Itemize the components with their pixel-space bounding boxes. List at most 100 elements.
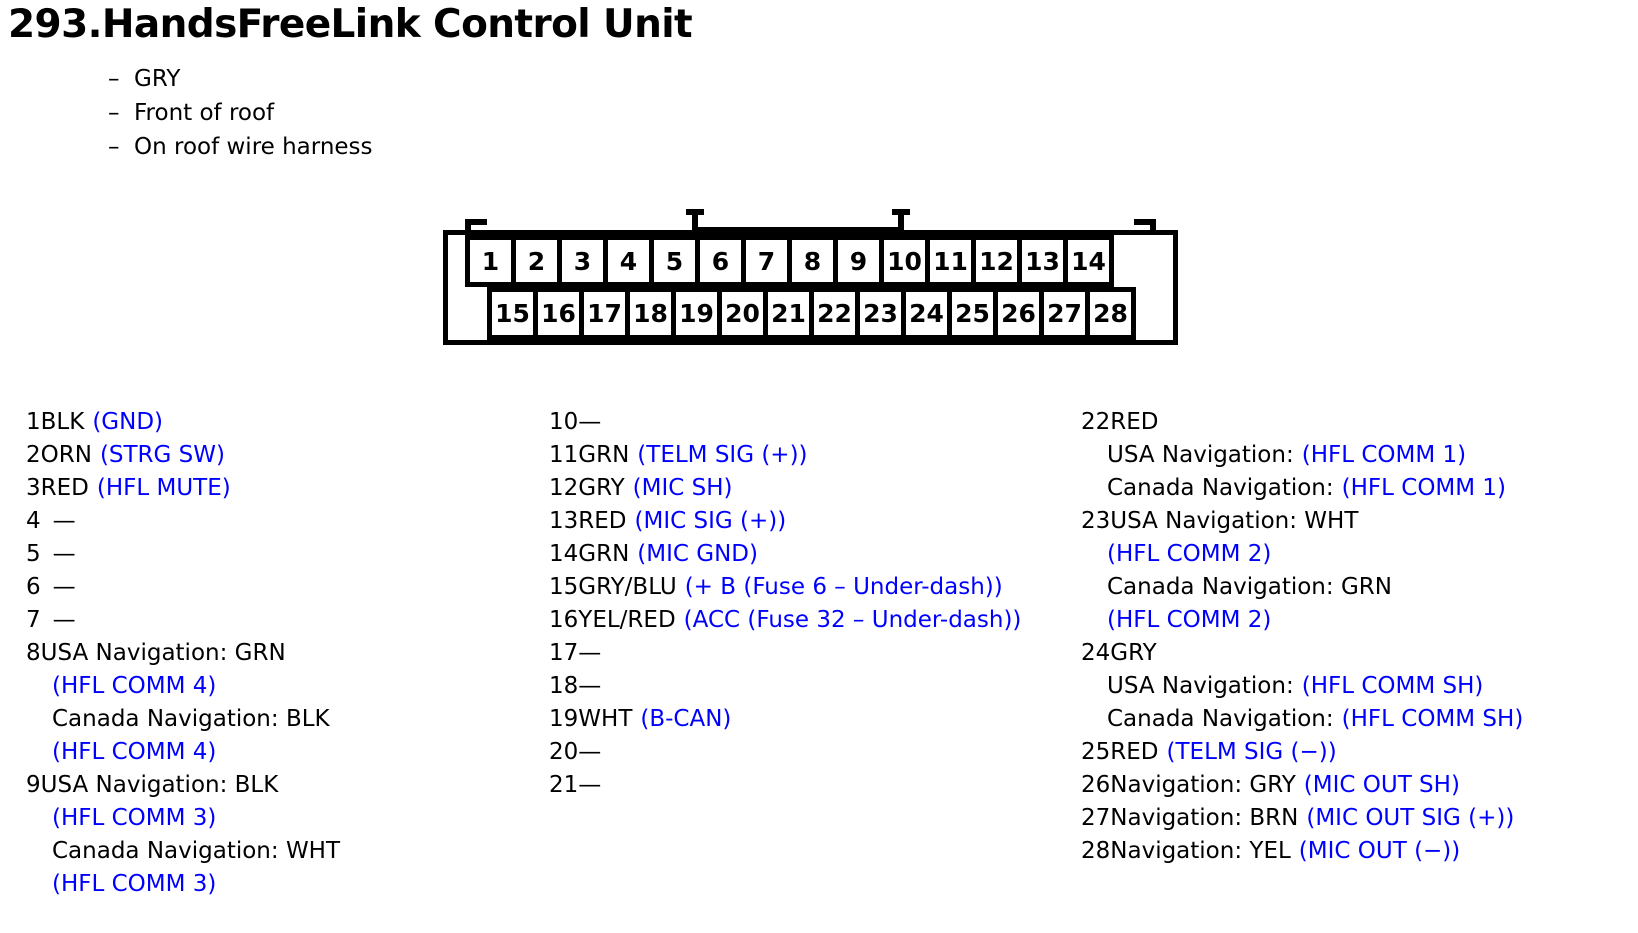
connector-pin-12: 12 xyxy=(971,235,1022,287)
pin-entry-14: 14GRN(MIC GND) xyxy=(549,538,1089,571)
pin-number: 17 xyxy=(549,640,579,666)
pin-line: Canada Navigation:(HFL COMM 1) xyxy=(1081,472,1638,505)
pin-signal-name: (+ B (Fuse 6 – Under-dash)) xyxy=(684,574,1003,600)
connector-latch-cap-right xyxy=(892,209,910,215)
pin-line: 6— xyxy=(26,571,546,604)
pin-entry-12: 12GRY(MIC SH) xyxy=(549,472,1089,505)
connector-pin-26: 26 xyxy=(993,287,1044,340)
pin-entry-15: 15GRY/BLU(+ B (Fuse 6 – Under-dash)) xyxy=(549,571,1089,604)
pin-entry-2: 2ORN(STRG SW) xyxy=(26,439,546,472)
subtitle-item: –Front of roof xyxy=(108,96,373,130)
connector-pin-2: 2 xyxy=(511,235,562,287)
pin-number: 13 xyxy=(549,508,579,534)
pin-signal-name: (ACC (Fuse 32 – Under-dash)) xyxy=(683,607,1022,633)
pin-entry-17: 17— xyxy=(549,637,1089,670)
bullet-dash: – xyxy=(108,100,120,126)
pin-number: 2 xyxy=(26,442,41,468)
connector-latch-cap-left xyxy=(686,209,704,215)
pin-entry-18: 18— xyxy=(549,670,1089,703)
pin-line: 25RED(TELM SIG (−)) xyxy=(1081,736,1638,769)
connector-notch-right xyxy=(1150,219,1156,235)
pin-entry-27: 27Navigation: BRN(MIC OUT SIG (+)) xyxy=(1081,802,1638,835)
bullet-dash: – xyxy=(108,66,120,92)
pin-legend-column-2: 10—11GRN(TELM SIG (+))12GRY(MIC SH)13RED… xyxy=(549,406,1089,802)
pin-signal-name: (HFL COMM SH) xyxy=(1341,706,1524,732)
pin-entry-9: 9USA Navigation: BLK (HFL COMM 3) Canada N… xyxy=(26,769,546,901)
pin-wire-color: USA Navigation: WHT xyxy=(1110,508,1359,534)
pin-line: 23USA Navigation: WHT xyxy=(1081,505,1638,538)
pin-signal-name: (STRG SW) xyxy=(99,442,225,468)
pin-wire-color: GRN xyxy=(578,442,630,468)
pin-signal-name: (MIC OUT (−)) xyxy=(1298,838,1461,864)
pin-wire-color: RED xyxy=(578,508,627,534)
connector-pin-8: 8 xyxy=(787,235,838,287)
pin-entry-6: 6— xyxy=(26,571,546,604)
pin-number: 26 xyxy=(1081,772,1111,798)
pin-empty-dash: — xyxy=(52,574,76,600)
pin-signal-name: (HFL COMM SH) xyxy=(1301,673,1484,699)
pin-wire-color: GRY xyxy=(578,475,625,501)
pin-line: USA Navigation:(HFL COMM 1) xyxy=(1081,439,1638,472)
pin-empty-dash: — xyxy=(578,409,602,435)
connector-notch-left-top xyxy=(465,219,487,225)
pin-line: 9USA Navigation: BLK xyxy=(26,769,546,802)
connector-pin-22: 22 xyxy=(809,287,860,340)
pin-line: 15GRY/BLU(+ B (Fuse 6 – Under-dash)) xyxy=(549,571,1089,604)
pin-signal-name: (HFL COMM 3) xyxy=(52,805,217,831)
pin-line: 26Navigation: GRY(MIC OUT SH) xyxy=(1081,769,1638,802)
pin-line: 18— xyxy=(549,670,1089,703)
connector-pin-1: 1 xyxy=(465,235,516,287)
pin-wire-color: GRY/BLU xyxy=(578,574,677,600)
pin-line: 7— xyxy=(26,604,546,637)
pin-line: 28Navigation: YEL(MIC OUT (−)) xyxy=(1081,835,1638,868)
pin-signal-name: (MIC GND) xyxy=(637,541,758,567)
connector-pin-5: 5 xyxy=(649,235,700,287)
pin-number: 12 xyxy=(549,475,579,501)
connector-notch-left xyxy=(465,219,471,235)
pin-empty-dash: — xyxy=(52,508,76,534)
pin-signal-name: (HFL COMM 2) xyxy=(1107,607,1272,633)
pin-number: 6 xyxy=(26,574,41,600)
pin-entry-11: 11GRN(TELM SIG (+)) xyxy=(549,439,1089,472)
connector-latch-post-right xyxy=(898,209,904,239)
subtitle-item: –GRY xyxy=(108,62,373,96)
pin-number: 8 xyxy=(26,640,41,666)
pin-line: 2ORN(STRG SW) xyxy=(26,439,546,472)
pin-line: 8USA Navigation: GRN xyxy=(26,637,546,670)
connector-pin-19: 19 xyxy=(671,287,722,340)
pin-empty-dash: — xyxy=(578,640,602,666)
pin-line: (HFL COMM 3) xyxy=(26,802,546,835)
pin-signal-name: (HFL MUTE) xyxy=(96,475,231,501)
pin-number: 28 xyxy=(1081,838,1111,864)
connector-pin-15: 15 xyxy=(487,287,538,340)
pin-signal-name: (HFL COMM 1) xyxy=(1341,475,1507,501)
connector-pin-11: 11 xyxy=(925,235,976,287)
bullet-dash: – xyxy=(108,134,120,160)
pin-signal-name: (TELM SIG (−)) xyxy=(1166,739,1337,765)
pin-signal-name: (HFL COMM 4) xyxy=(52,739,217,765)
pin-wire-color: RED xyxy=(1110,409,1159,435)
pin-empty-dash: — xyxy=(52,541,76,567)
connector-pin-24: 24 xyxy=(901,287,952,340)
pin-line: 17— xyxy=(549,637,1089,670)
pin-entry-25: 25RED(TELM SIG (−)) xyxy=(1081,736,1638,769)
subtitle-list: –GRY –Front of roof –On roof wire harnes… xyxy=(108,62,373,164)
connector-pin-27: 27 xyxy=(1039,287,1090,340)
pin-signal-name: (HFL COMM 1) xyxy=(1301,442,1467,468)
pin-line: 3RED(HFL MUTE) xyxy=(26,472,546,505)
connector-pin-20: 20 xyxy=(717,287,768,340)
pin-wire-color: GRY xyxy=(1110,640,1157,666)
pin-wire-color: Canada Navigation: xyxy=(1107,706,1334,732)
pin-wire-color: Canada Navigation: WHT xyxy=(52,838,341,864)
pin-wire-color: USA Navigation: BLK xyxy=(40,772,279,798)
pin-entry-7: 7— xyxy=(26,604,546,637)
connector-pin-18: 18 xyxy=(625,287,676,340)
pin-number: 24 xyxy=(1081,640,1111,666)
subtitle-text: Front of roof xyxy=(134,100,275,126)
pin-wire-color: GRN xyxy=(578,541,630,567)
